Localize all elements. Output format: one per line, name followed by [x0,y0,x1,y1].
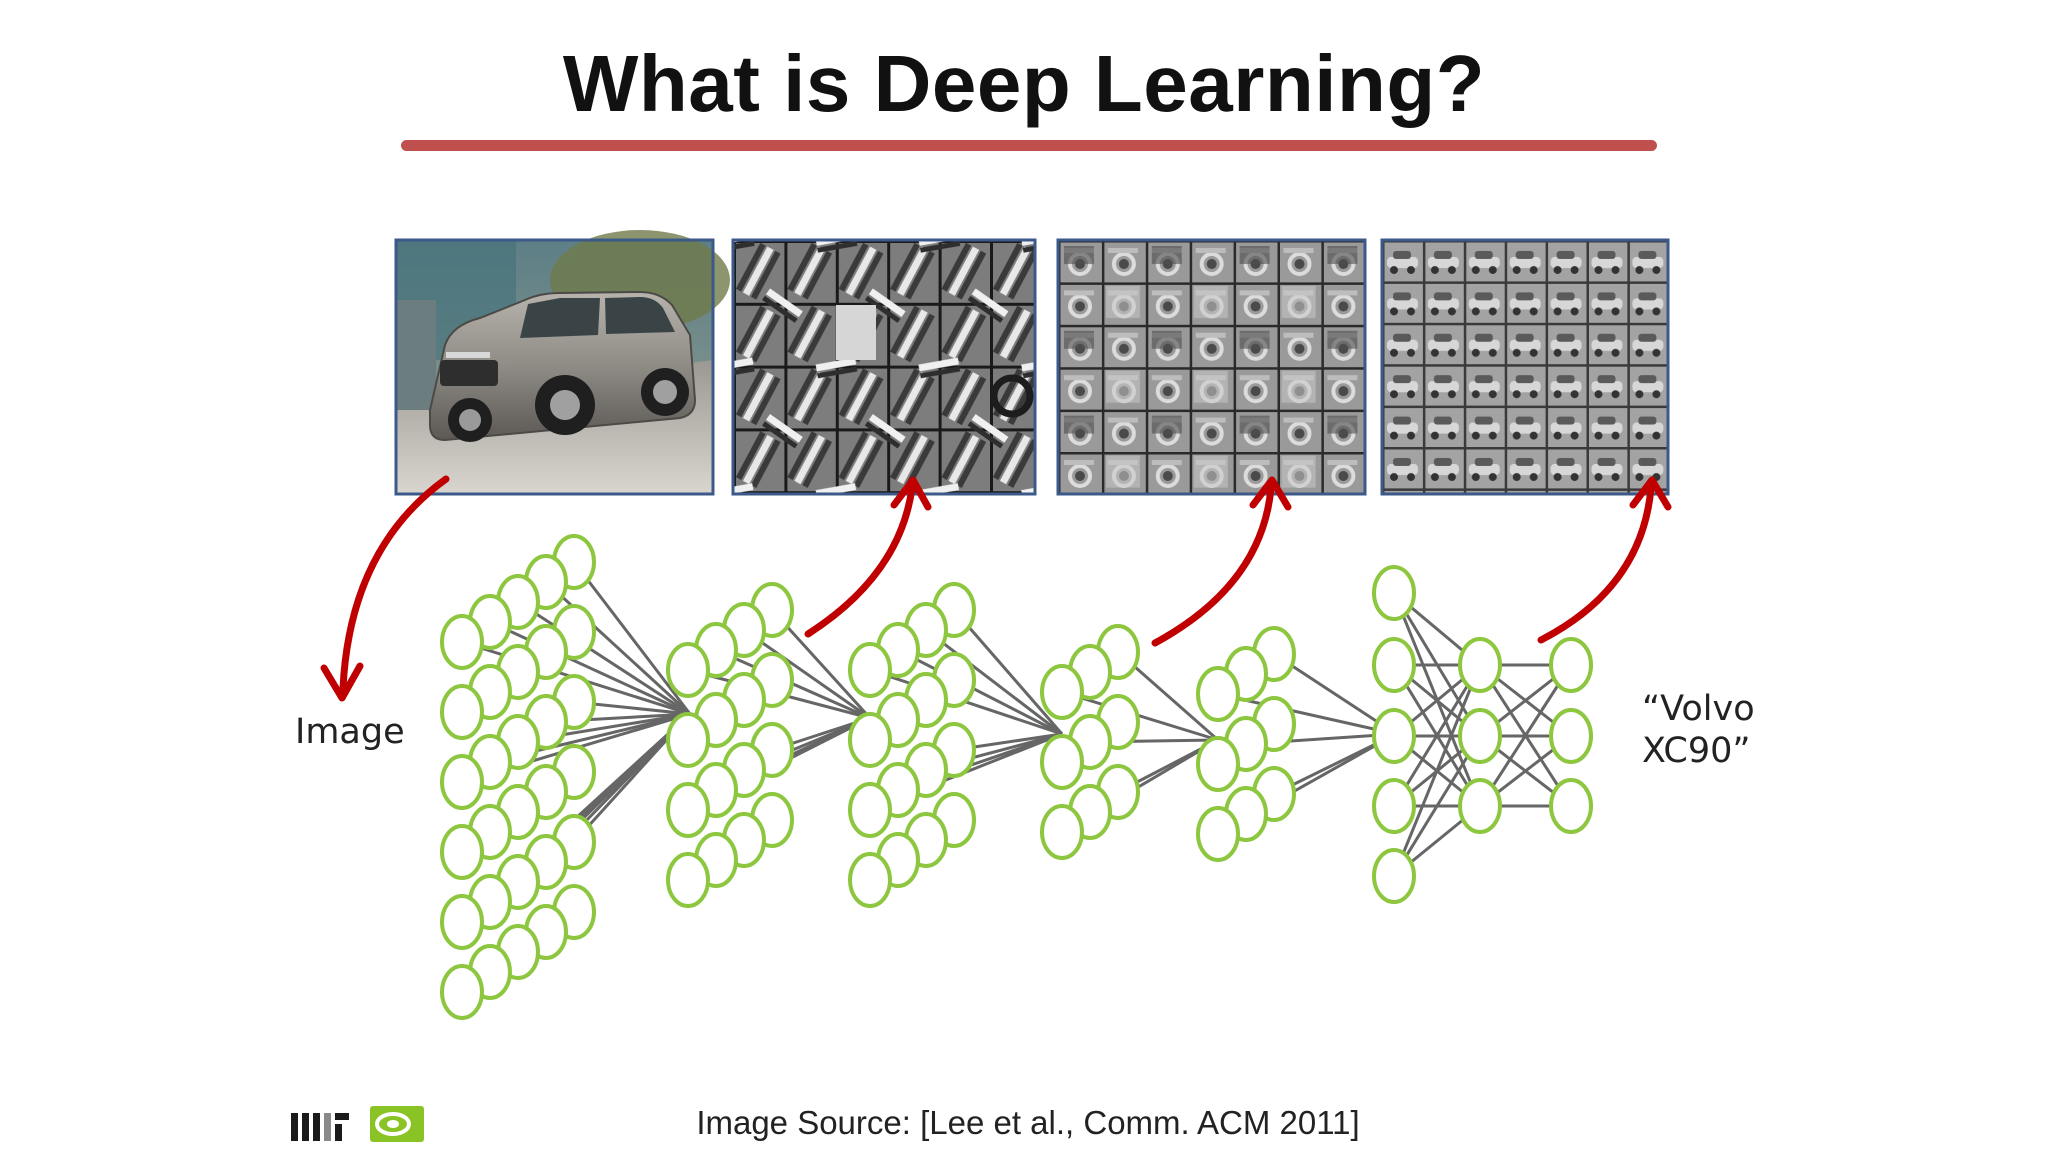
output-label-line-2: XC90” [1642,731,1751,771]
output-prediction-label: “Volvo XC90” [1642,688,1755,772]
arrow-layer3-to-objects [1537,484,1655,644]
neuron [1372,778,1416,834]
neuron [1196,806,1240,862]
slide-title: What is Deep Learning? [562,39,1486,128]
network-neurons [440,534,1593,1020]
neuron [440,684,484,740]
connection-line [952,609,1064,735]
part-features-panel [1056,238,1367,496]
neuron [1458,778,1502,834]
neuron [666,782,710,838]
arrow-layer1-to-edges [804,484,916,638]
neuron [1549,637,1593,693]
neuron [1372,637,1416,693]
neuron [1196,666,1240,722]
connection-line [743,628,871,720]
neuron [1549,708,1593,764]
neuron [440,964,484,1020]
arrow-image-to-input [339,475,450,692]
mit-logo [291,1113,349,1141]
connection-line [1061,690,1219,742]
neuron [1040,734,1084,790]
connection-line [517,600,691,716]
connection-line [544,580,692,716]
neuron [848,852,892,908]
title-underline [401,140,1657,151]
connection-line [897,648,1063,736]
nvidia-logo [370,1106,424,1142]
neuron [666,852,710,908]
feature-arrows [320,475,1672,702]
neuron [1372,708,1416,764]
neuron [848,642,892,698]
arrow-layer1-to-edges-head [890,476,932,511]
connection-line [1392,664,1482,807]
neuron [1196,736,1240,792]
object-features-panel [1380,238,1670,496]
neuron [666,712,710,768]
neuron [440,824,484,880]
neuron [848,782,892,838]
neuron [1549,778,1593,834]
connection-line [489,620,691,716]
neuron [666,642,710,698]
neuron [848,712,892,768]
neuron [1040,664,1084,720]
image-source-text: Image Source: [Lee et al., Comm. ACM 201… [696,1104,1360,1141]
connection-line [1478,664,1573,807]
neuron [440,614,484,670]
output-label-line-1: “Volvo [1642,689,1755,729]
connection-line [572,561,692,715]
neuron [1458,637,1502,693]
edge-features-panel [731,238,1037,496]
neuron [440,754,484,810]
neuron [1372,848,1416,904]
image-source-citation: Image Source: [Lee et al., Comm. ACM 201… [0,1104,2048,1142]
input-image-panel [394,230,730,496]
arrow-image-to-input-head [320,662,364,702]
input-image-label: Image [295,712,405,752]
connection-line [1392,735,1482,877]
arrow-layer2-to-parts-head [1249,476,1292,511]
arrow-layer2-to-parts [1151,484,1275,647]
neuron [1458,708,1502,764]
arrow-layer3-to-objects-head [1629,476,1672,511]
neuron [1372,565,1416,621]
neuron [440,894,484,950]
connection-line [925,628,1063,736]
neuron [1040,804,1084,860]
connection-line [1392,664,1482,877]
